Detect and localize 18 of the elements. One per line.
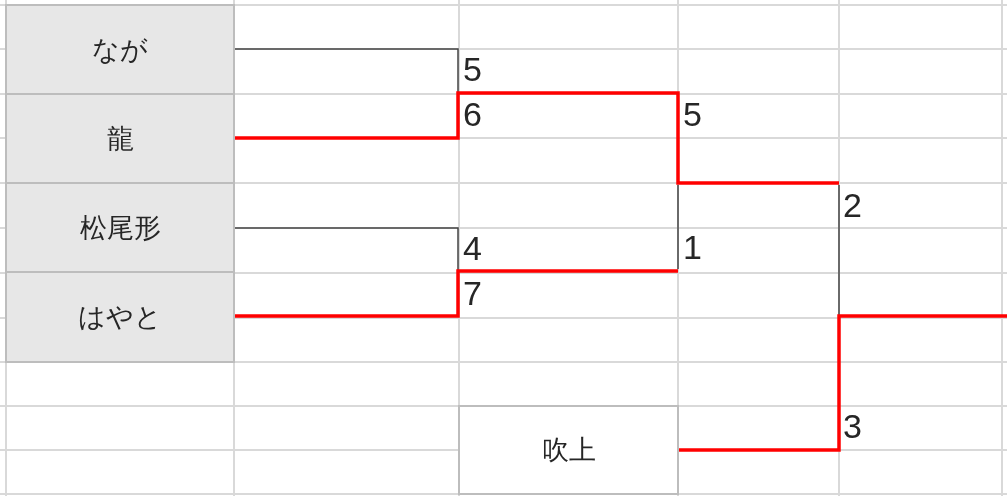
score-number: 5 <box>683 97 702 131</box>
score-number: 1 <box>683 230 702 264</box>
score-number: 5 <box>463 52 482 86</box>
score-number: 7 <box>463 276 482 310</box>
bracket-line <box>679 314 1007 452</box>
bracket-line <box>235 91 840 317</box>
name-cell: はやと <box>5 273 235 363</box>
score-number: 2 <box>843 188 862 222</box>
bracket-line <box>234 227 459 272</box>
bracket-line <box>234 48 459 94</box>
score-number: 6 <box>463 97 482 131</box>
score-number: 4 <box>463 231 482 265</box>
name-cell: 龍 <box>5 95 235 184</box>
score-number: 3 <box>843 409 862 443</box>
name-cell: 松尾形 <box>5 184 235 273</box>
name-cell: なが <box>5 4 235 95</box>
name-cell: 吹上 <box>458 405 679 495</box>
bracket-line <box>235 184 679 318</box>
